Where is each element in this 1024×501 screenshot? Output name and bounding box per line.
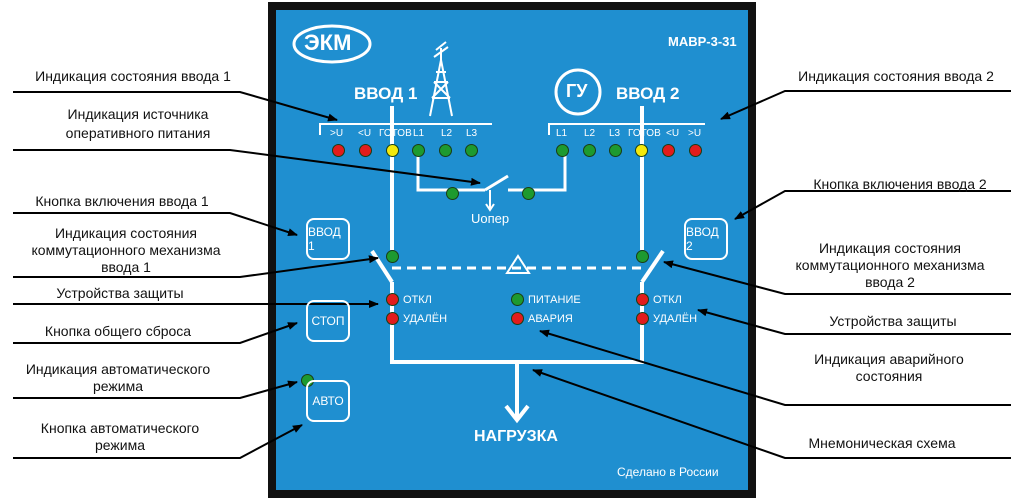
- led-in1-undervoltage: [359, 144, 372, 157]
- led-mech-in2: [636, 250, 649, 263]
- in1-led-label-ready: ГОТОВ: [379, 128, 412, 139]
- stop-reset-button[interactable]: СТОП: [306, 300, 350, 342]
- callout-mech1-line1: Индикация состояния: [54, 225, 198, 241]
- auto-mode-button[interactable]: АВТО: [306, 380, 350, 422]
- callout-mech1-line2: коммутационного механизма: [31, 242, 221, 258]
- alarm-label: АВАРИЯ: [528, 313, 573, 325]
- callout-lines: [13, 90, 1011, 459]
- generator-circle: [554, 68, 602, 116]
- led-in2-l3: [609, 144, 622, 157]
- model-label: МАВР-3-31: [668, 34, 737, 49]
- callout-aux-source-line2: оперативного питания: [65, 125, 211, 141]
- in1-led-label-l2: L2: [441, 128, 453, 139]
- callout-auto-indicator-line2: режима: [92, 378, 144, 394]
- callout-mech2-line3: ввода 2: [865, 274, 915, 290]
- triangle-symbol: [505, 254, 531, 274]
- in2-led-label-l1: L1: [556, 128, 568, 139]
- led-in1-overvoltage: [332, 144, 345, 157]
- callout-mnemonic: Мнемоническая схема: [808, 435, 956, 451]
- led-right-prot-remote: [636, 312, 649, 325]
- front-panel: [276, 10, 748, 490]
- left-prot-remote-label: УДАЛЁН: [403, 313, 448, 325]
- callout-alarm-line1: Индикация аварийного: [814, 351, 964, 367]
- in2-led-label-l2: L2: [584, 128, 596, 139]
- led-aux-source-1: [446, 187, 459, 200]
- in2-led-label-undervoltage: <U: [666, 128, 680, 139]
- tower-icon: [429, 41, 453, 117]
- logo-text: ЭКМ: [304, 30, 352, 55]
- callout-input1-button: Кнопка включения ввода 1: [35, 193, 209, 209]
- callout-protection-right: Устройства защиты: [829, 313, 957, 329]
- in1-led-label-overvoltage: >U: [330, 128, 344, 139]
- in2-led-label-ready: ГОТОВ: [628, 128, 661, 139]
- led-mech-in1: [386, 250, 399, 263]
- led-alarm: [511, 312, 524, 325]
- power-label: ПИТАНИЕ: [528, 294, 581, 306]
- led-in1-l3: [465, 144, 478, 157]
- led-in2-overvoltage: [689, 144, 702, 157]
- in1-led-label-l1: L1: [413, 128, 425, 139]
- in1-led-label-l3: L3: [466, 128, 478, 139]
- led-right-prot-off: [636, 293, 649, 306]
- callout-auto-button-line1: Кнопка автоматического: [40, 420, 200, 436]
- led-left-prot-off: [386, 293, 399, 306]
- gu-label: ГУ: [566, 81, 588, 101]
- in1-led-label-undervoltage: <U: [358, 128, 372, 139]
- load-label: НАГРУЗКА: [474, 428, 558, 445]
- callout-mech2-line2: коммутационного механизма: [795, 257, 985, 273]
- input1-button[interactable]: ВВОД 1: [306, 218, 350, 260]
- led-left-prot-remote: [386, 312, 399, 325]
- callout-mech1-line3: ввода 1: [101, 259, 151, 275]
- led-in2-l2: [583, 144, 596, 157]
- callout-auto-button-line2: режима: [94, 437, 146, 453]
- right-prot-off-label: ОТКЛ: [653, 294, 682, 306]
- led-aux-source-2: [522, 187, 535, 200]
- led-in2-l1: [556, 144, 569, 157]
- led-in1-l2: [439, 144, 452, 157]
- callout-aux-source-line1: Индикация источника: [67, 106, 209, 122]
- in2-led-label-overvoltage: >U: [688, 128, 702, 139]
- input1-title: ВВОД 1: [354, 84, 418, 103]
- callout-input2-state: Индикация состояния ввода 2: [798, 68, 994, 84]
- in2-led-label-l3: L3: [609, 128, 621, 139]
- callout-input1-state: Индикация состояния ввода 1: [35, 68, 231, 84]
- callout-mech2-line1: Индикация состояния: [818, 240, 962, 256]
- left-prot-off-label: ОТКЛ: [403, 294, 432, 306]
- label-brackets: [319, 123, 705, 135]
- callout-input2-button: Кнопка включения ввода 2: [813, 176, 987, 192]
- led-in1-l1: [412, 144, 425, 157]
- led-power: [511, 293, 524, 306]
- aux-arrow-head: [485, 203, 495, 212]
- callout-auto-indicator-line1: Индикация автоматического: [25, 361, 211, 377]
- logo-oval: [292, 24, 372, 64]
- input2-title: ВВОД 2: [616, 84, 680, 103]
- right-prot-remote-label: УДАЛЁН: [653, 313, 698, 325]
- callout-alarm-line2: состояния: [855, 368, 923, 384]
- input2-button[interactable]: ВВОД 2: [684, 218, 728, 260]
- led-in2-ready: [635, 144, 648, 157]
- aux-switch: [416, 155, 567, 192]
- made-in-label: Сделано в России: [617, 465, 719, 479]
- uoper-label: Uопер: [471, 211, 510, 226]
- callout-reset-button: Кнопка общего сброса: [44, 323, 192, 339]
- led-in2-undervoltage: [662, 144, 675, 157]
- callout-protection-left: Устройства защиты: [56, 285, 184, 301]
- led-in1-ready: [386, 144, 399, 157]
